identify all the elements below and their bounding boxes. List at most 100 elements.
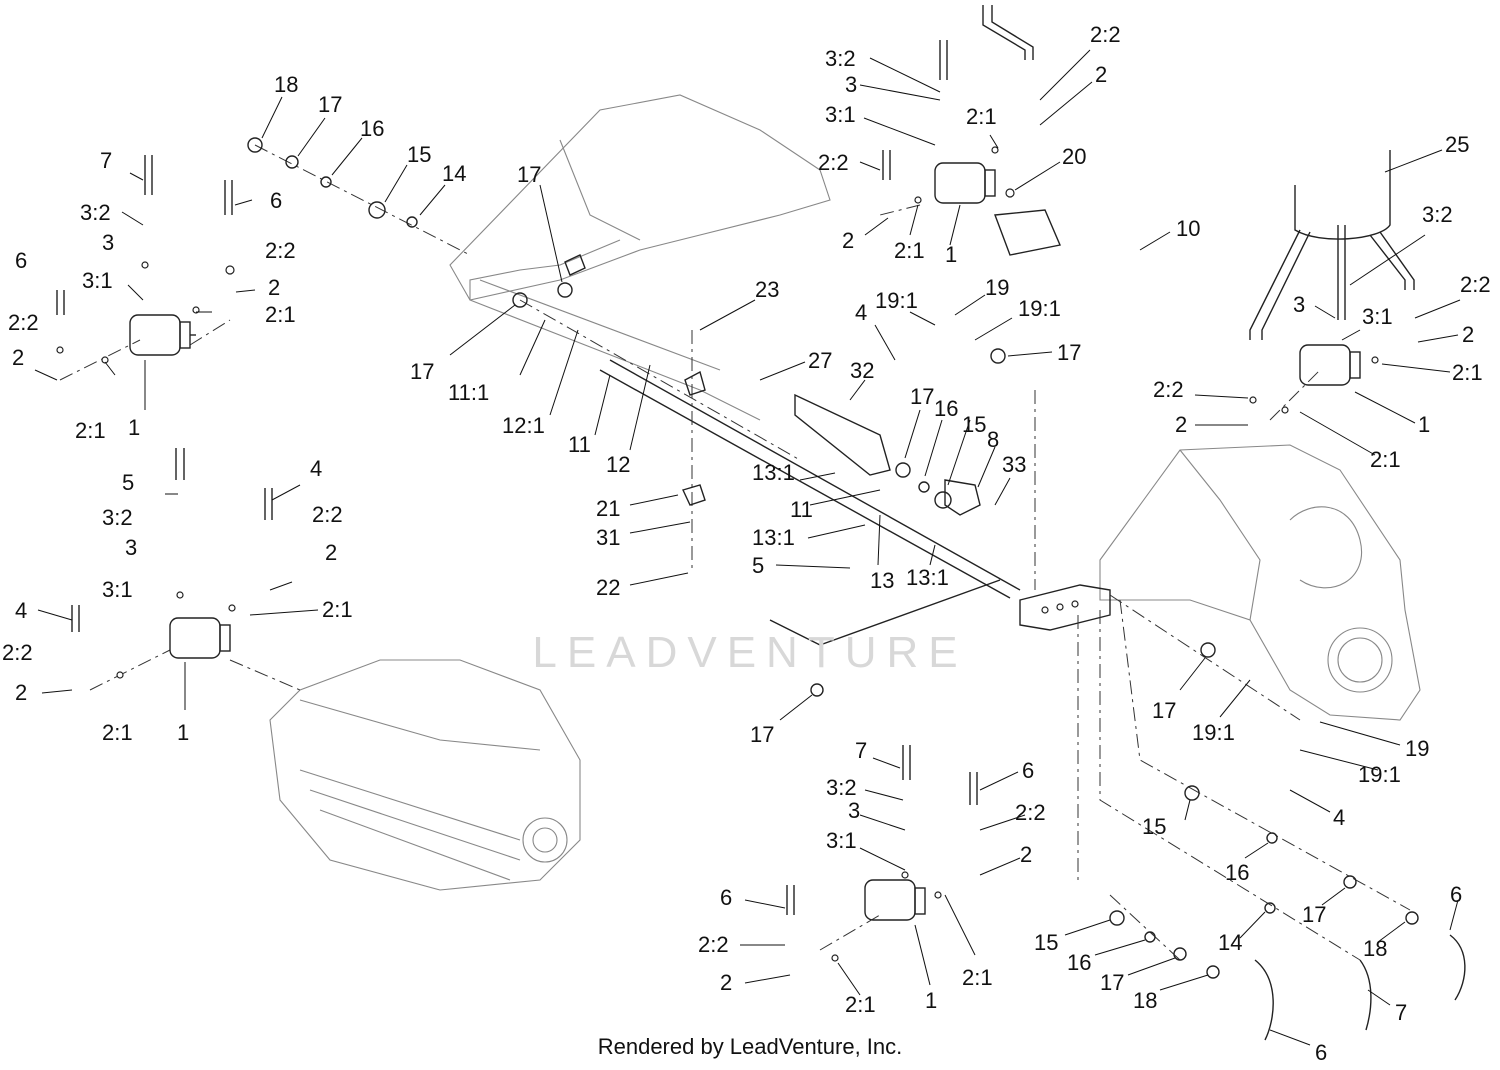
callout: 2:1: [966, 104, 997, 129]
callout: 18: [1363, 936, 1387, 961]
callout: 3:2: [102, 505, 133, 530]
callout: 1: [177, 720, 189, 745]
callout: 2:1: [75, 418, 106, 443]
callout: 4: [15, 598, 27, 623]
callout: 17: [1302, 902, 1326, 927]
callout: 33: [1002, 452, 1026, 477]
callout: 14: [442, 161, 466, 186]
callout: 17: [750, 722, 774, 747]
callout: 11: [790, 497, 813, 522]
callout: 2:2: [265, 238, 296, 263]
seal-washer-parts: [247, 137, 1466, 1041]
callout: 17: [410, 359, 434, 384]
callout: 6: [270, 188, 282, 213]
tank-and-hoses: [982, 5, 1415, 340]
callout: 19:1: [1192, 720, 1235, 745]
callout: 2: [1175, 412, 1187, 437]
callout: 19:1: [875, 288, 918, 313]
callout: 2:2: [1153, 377, 1184, 402]
callout: 4: [1333, 805, 1345, 830]
callout: 3:2: [1422, 202, 1453, 227]
callout: 1: [1418, 412, 1430, 437]
callout: 2:1: [845, 992, 876, 1017]
callout: 17: [318, 92, 342, 117]
callout: 6: [1315, 1040, 1327, 1065]
callout: 4: [310, 456, 322, 481]
cutting-unit-drawing: [269, 659, 581, 891]
callout-labels: 7 3:2 3 3:1 6 6 2:2 2 2:1 2:2 2 2:1 1 5 …: [2, 22, 1491, 1065]
callout: 2: [325, 540, 337, 565]
callout: 31: [596, 525, 620, 550]
hydraulic-motor-top-center: [882, 40, 1061, 256]
front-frame-drawing: [449, 94, 831, 421]
callout: 2:1: [894, 238, 925, 263]
callout: 13: [870, 568, 894, 593]
callout: 11:1: [448, 380, 489, 405]
callout: 8: [987, 427, 999, 452]
callout: 14: [1218, 930, 1242, 955]
callout: 27: [808, 348, 832, 373]
callout: 2:2: [312, 502, 343, 527]
callout: 3:1: [102, 577, 133, 602]
callout: 15: [1034, 930, 1058, 955]
callout: 2: [720, 970, 732, 995]
callout: 2:2: [1015, 800, 1046, 825]
callout: 3: [125, 535, 137, 560]
callout: 2:1: [962, 965, 993, 990]
callout: 2: [1462, 322, 1474, 347]
callout: 2:1: [102, 720, 133, 745]
callout: 15: [1142, 814, 1166, 839]
leader-lines: [34, 49, 1461, 1046]
render-credit: Rendered by LeadVenture, Inc.: [597, 1034, 903, 1059]
callout: 17: [1057, 340, 1081, 365]
callout: 6: [15, 248, 27, 273]
callout: 2:2: [1090, 22, 1121, 47]
callout: 20: [1062, 144, 1086, 169]
callout: 2: [842, 228, 854, 253]
callout: 19: [1405, 736, 1429, 761]
callout: 1: [925, 988, 937, 1013]
callout: 13:1: [906, 565, 949, 590]
callout: 15: [407, 142, 431, 167]
callout: 2: [1095, 62, 1107, 87]
hydraulic-motor-right: [1249, 225, 1379, 414]
callout: 3:2: [826, 775, 857, 800]
callout: 3:2: [825, 46, 856, 71]
callout: 5: [122, 470, 134, 495]
callout: 13:1: [752, 525, 795, 550]
callout: 2:2: [8, 310, 39, 335]
callout: 21: [596, 496, 620, 521]
callout: 2: [12, 345, 24, 370]
callout: 2: [1020, 842, 1032, 867]
callout: 1: [128, 415, 140, 440]
callout: 12: [606, 452, 630, 477]
callout: 23: [755, 277, 779, 302]
hydraulic-motor-left-upper: [56, 155, 235, 364]
callout: 22: [596, 575, 620, 600]
callout: 2:2: [1460, 272, 1491, 297]
callout: 7: [855, 738, 867, 763]
callout: 2:2: [2, 640, 33, 665]
callout: 2:1: [265, 302, 296, 327]
callout: 18: [274, 72, 298, 97]
callout: 32: [850, 358, 874, 383]
callout: 19:1: [1358, 762, 1401, 787]
callout: 17: [517, 162, 541, 187]
callout: 1: [945, 242, 957, 267]
callout: 4: [855, 300, 867, 325]
callout: 12:1: [502, 413, 545, 438]
callout: 2: [15, 680, 27, 705]
callout: 3: [845, 72, 857, 97]
callout: 16: [360, 116, 384, 141]
rear-frame-drawing: [1019, 444, 1421, 721]
callout: 16: [934, 396, 958, 421]
callout: 3:1: [825, 102, 856, 127]
callout: 3: [1293, 292, 1305, 317]
callout: 18: [1133, 988, 1157, 1013]
callout: 17: [1100, 970, 1124, 995]
callout: 2: [268, 275, 280, 300]
callout: 19:1: [1018, 296, 1061, 321]
callout: 17: [1152, 698, 1176, 723]
callout: 2:2: [698, 932, 729, 957]
